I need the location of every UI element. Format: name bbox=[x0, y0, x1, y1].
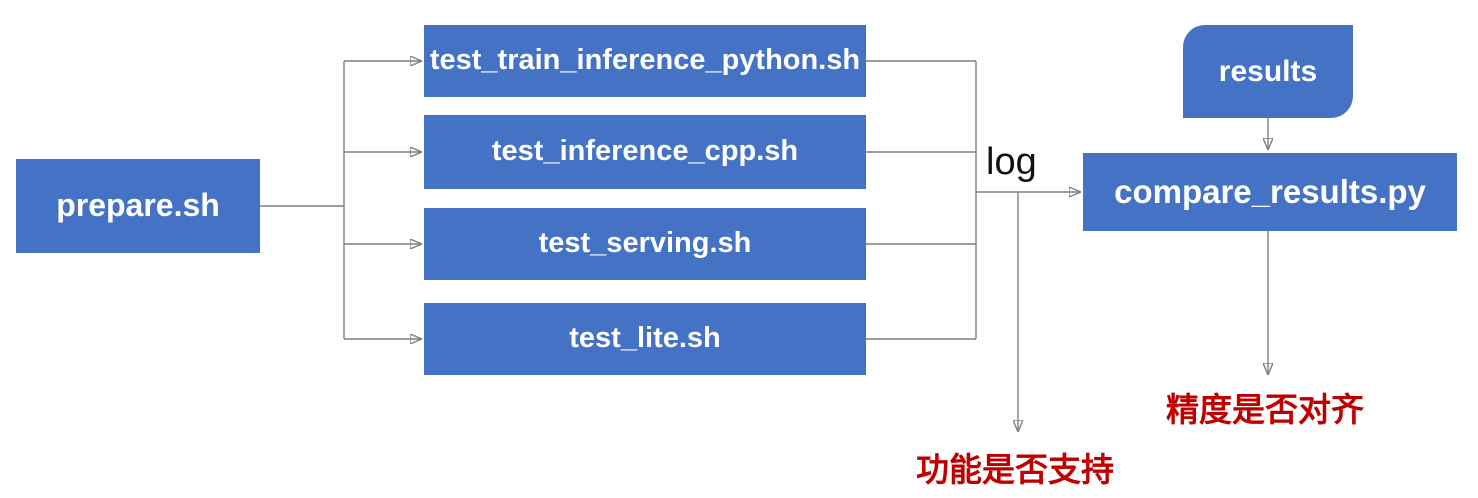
node-test-train-inference-python-sh: test_train_inference_python.sh bbox=[424, 25, 866, 97]
node-test-lite-sh: test_lite.sh bbox=[424, 303, 866, 375]
node-test-inference-cpp-sh: test_inference_cpp.sh bbox=[424, 115, 866, 189]
edge-label-log: log bbox=[986, 141, 1037, 183]
node-compare-results-py: compare_results.py bbox=[1083, 153, 1457, 231]
node-results: results bbox=[1183, 25, 1353, 118]
annotation-precision-align: 精度是否对齐 bbox=[1166, 391, 1364, 428]
annotation-function-support: 功能是否支持 bbox=[916, 451, 1114, 488]
node-test-serving-sh: test_serving.sh bbox=[424, 208, 866, 280]
node-prepare-sh: prepare.sh bbox=[16, 159, 260, 253]
